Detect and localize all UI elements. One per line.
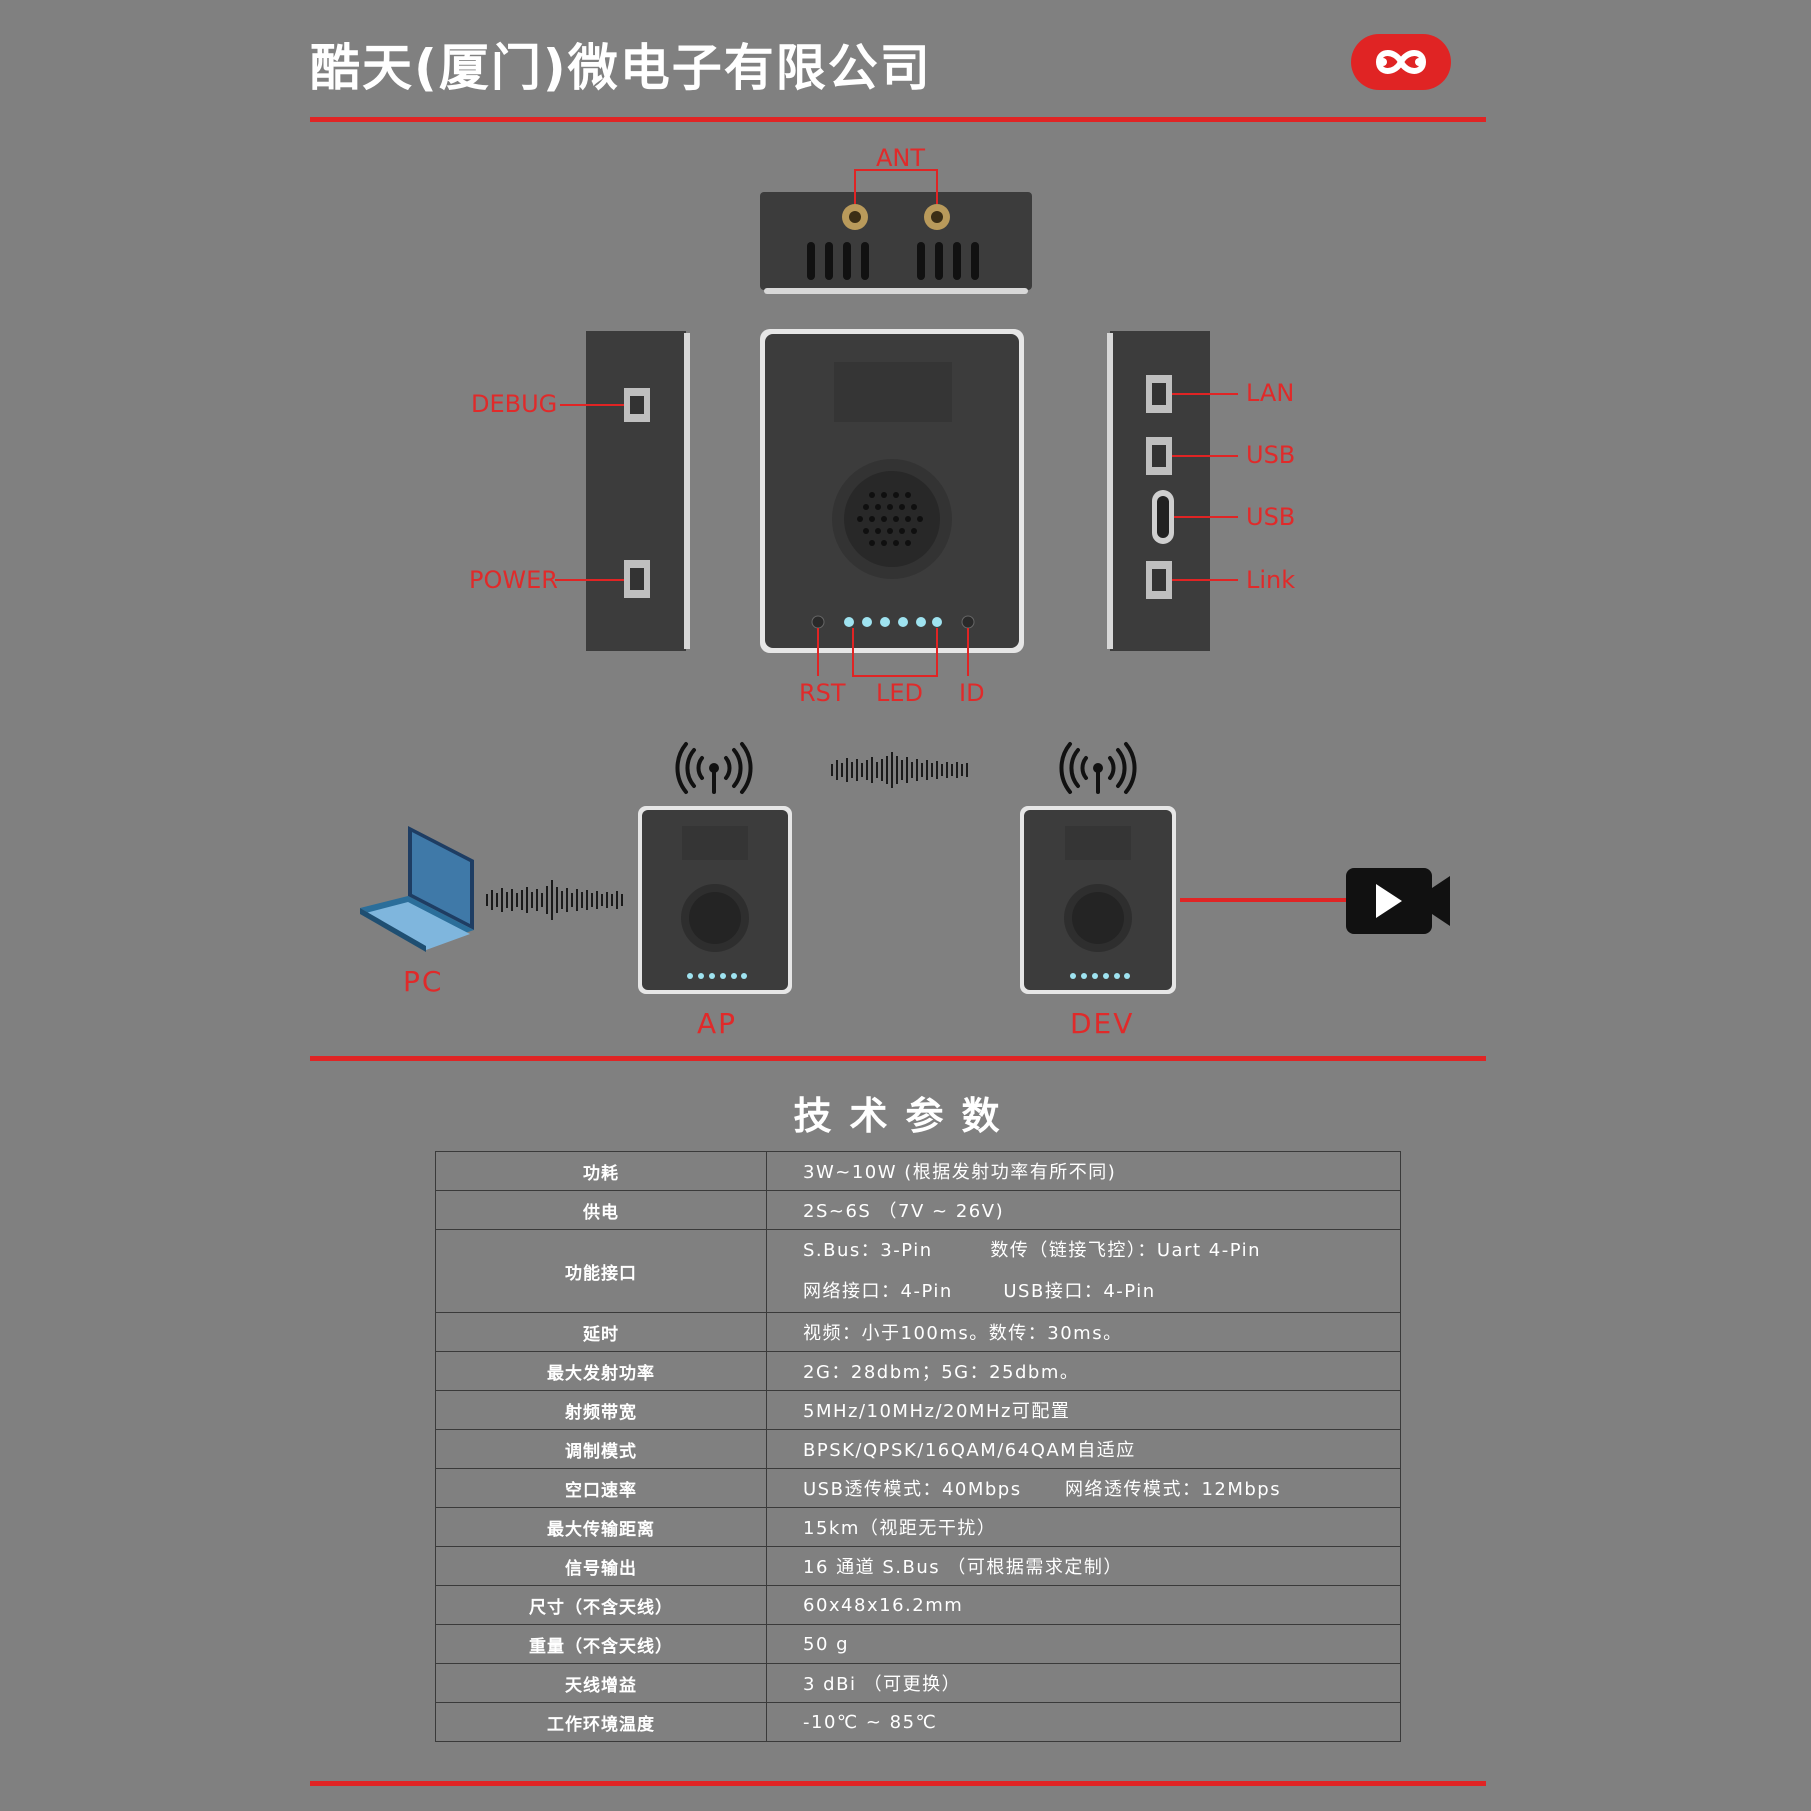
spec-value: 视频：小于100ms。数传：30ms。 [766,1312,1401,1352]
spec-value: 2S~6S （7V ~ 26V) [766,1190,1401,1230]
signal-wave-icon [486,880,623,920]
table-row: 延时 视频：小于100ms。数传：30ms。 [435,1312,1401,1352]
video-camera-icon [1346,868,1450,934]
section-divider [310,1056,1486,1061]
device-front-view [760,329,1024,653]
header-divider [310,117,1486,122]
label-pc: PC [403,965,444,998]
table-row: 功能接口 S.Bus：3-Pin 数传（链接飞控）：Uart 4-Pin 网络接… [435,1229,1401,1313]
spec-key: 重量（不含天线） [435,1624,767,1664]
laptop-icon [360,826,474,952]
label-usb-a: USB [1246,441,1296,469]
spec-key: 空口速率 [435,1468,767,1508]
spec-value: BPSK/QPSK/16QAM/64QAM自适应 [766,1429,1401,1469]
table-row: 射频带宽 5MHz/10MHz/20MHz可配置 [435,1390,1401,1430]
table-row: 工作环境温度 -10℃ ~ 85℃ [435,1702,1401,1742]
table-row: 供电 2S~6S （7V ~ 26V) [435,1190,1401,1230]
device-top-view [760,192,1032,294]
spec-value: 2G：28dbm；5G：25dbm。 [766,1351,1401,1391]
label-lan: LAN [1246,379,1295,407]
device-right-view [1107,331,1210,651]
spec-key: 延时 [435,1312,767,1352]
table-row: 调制模式 BPSK/QPSK/16QAM/64QAM自适应 [435,1429,1401,1469]
spec-value: 3W~10W (根据发射功率有所不同) [766,1151,1401,1191]
spec-value-line: S.Bus：3-Pin 数传（链接飞控）：Uart 4-Pin [803,1240,1262,1261]
footer-divider [310,1781,1486,1786]
label-ap: AP [697,1007,738,1040]
spec-key: 天线增益 [435,1663,767,1703]
spec-key: 供电 [435,1190,767,1230]
table-row: 天线增益 3 dBi （可更换） [435,1663,1401,1703]
spec-value-line: 网络接口：4-Pin USB接口：4-Pin [803,1281,1156,1302]
spec-key: 信号输出 [435,1546,767,1586]
spec-value: USB透传模式：40Mbps 网络透传模式：12Mbps [766,1468,1401,1508]
spec-value: -10℃ ~ 85℃ [766,1702,1401,1742]
label-id: ID [959,679,985,707]
label-debug: DEBUG [471,390,558,418]
table-row: 尺寸（不含天线） 60x48x16.2mm [435,1585,1401,1625]
spec-value: S.Bus：3-Pin 数传（链接飞控）：Uart 4-Pin 网络接口：4-P… [766,1229,1401,1313]
label-ant: ANT [876,144,926,172]
spec-value: 15km（视距无干扰） [766,1507,1401,1547]
spec-key: 功能接口 [435,1229,767,1313]
label-power: POWER [469,566,558,594]
ap-device [638,806,792,994]
spec-value: 16 通道 S.Bus （可根据需求定制） [766,1546,1401,1586]
spec-key: 最大发射功率 [435,1351,767,1391]
label-rst: RST [799,679,846,707]
spec-value: 3 dBi （可更换） [766,1663,1401,1703]
label-usb-c: USB [1246,503,1296,531]
spec-key: 尺寸（不含天线） [435,1585,767,1625]
spec-value: 50 g [766,1624,1401,1664]
wireless-signal-icon [1059,742,1137,794]
spec-key: 工作环境温度 [435,1702,767,1742]
specs-title: 技术参数 [793,1094,1018,1138]
device-diagram [360,169,1450,994]
table-row: 最大发射功率 2G：28dbm；5G：25dbm。 [435,1351,1401,1391]
spec-key: 射频带宽 [435,1390,767,1430]
spec-key: 功耗 [435,1151,767,1191]
spec-key: 最大传输距离 [435,1507,767,1547]
infinity-logo-icon [1351,34,1451,90]
specs-table: 功耗 3W~10W (根据发射功率有所不同) 供电 2S~6S （7V ~ 26… [435,1151,1401,1742]
label-link: Link [1246,566,1296,594]
label-dev: DEV [1070,1007,1135,1040]
signal-wave-icon [831,752,968,788]
wireless-signal-icon [675,742,753,794]
table-row: 重量（不含天线） 50 g [435,1624,1401,1664]
spec-key: 调制模式 [435,1429,767,1469]
table-row: 功耗 3W~10W (根据发射功率有所不同) [435,1151,1401,1191]
table-row: 最大传输距离 15km（视距无干扰） [435,1507,1401,1547]
device-left-view [586,331,690,651]
dev-device [1020,806,1176,994]
label-led: LED [876,679,924,707]
spec-value: 5MHz/10MHz/20MHz可配置 [766,1390,1401,1430]
company-name: 酷天(厦门)微电子有限公司 [310,39,932,97]
spec-value: 60x48x16.2mm [766,1585,1401,1625]
table-row: 信号输出 16 通道 S.Bus （可根据需求定制） [435,1546,1401,1586]
table-row: 空口速率 USB透传模式：40Mbps 网络透传模式：12Mbps [435,1468,1401,1508]
